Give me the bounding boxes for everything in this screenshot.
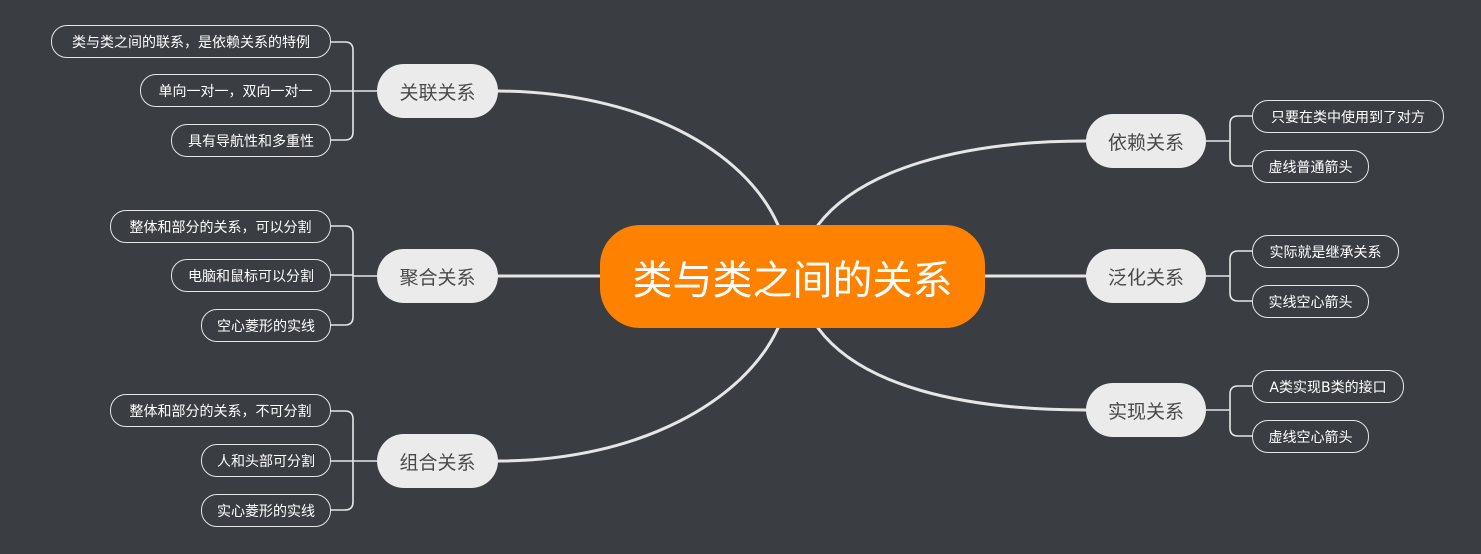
- branch-topic-association[interactable]: 关联关系: [377, 64, 498, 118]
- connector-root-to-branch-3: [816, 139, 1088, 227]
- branch-topic-realization[interactable]: 实现关系: [1086, 383, 1206, 437]
- leaf-topic-realization-2[interactable]: 虚线空心箭头: [1252, 420, 1369, 453]
- leaf-topic-generalization-2[interactable]: 实线空心箭头: [1252, 285, 1369, 318]
- leaf-topic-composition-1[interactable]: 整体和部分的关系，不可分割: [110, 394, 331, 427]
- leaf-topic-association-3[interactable]: 具有导航性和多重性: [171, 124, 331, 157]
- leaf-topic-composition-3[interactable]: 实心菱形的实线: [201, 494, 331, 527]
- bracket-branch-3: [1206, 115, 1252, 167]
- branch-topic-generalization[interactable]: 泛化关系: [1086, 249, 1206, 303]
- leaf-topic-generalization-1[interactable]: 实际就是继承关系: [1252, 235, 1399, 268]
- leaf-topic-aggregation-3[interactable]: 空心菱形的实线: [201, 309, 331, 342]
- bracket-branch-4: [1206, 250, 1252, 302]
- leaf-topic-composition-2[interactable]: 人和头部可分割: [201, 444, 331, 477]
- bracket-branch-2: [331, 410, 377, 511]
- leaf-topic-dependency-1[interactable]: 只要在类中使用到了对方: [1252, 100, 1444, 133]
- connector-root-to-branch-2: [496, 326, 780, 463]
- leaf-topic-realization-1[interactable]: A类实现B类的接口: [1252, 370, 1404, 403]
- leaf-topic-dependency-2[interactable]: 虚线普通箭头: [1252, 150, 1369, 183]
- bracket-branch-0: [331, 41, 377, 141]
- leaf-topic-aggregation-1[interactable]: 整体和部分的关系，可以分割: [110, 210, 331, 243]
- leaf-topic-association-2[interactable]: 单向一对一，双向一对一: [140, 74, 331, 107]
- branch-topic-aggregation[interactable]: 聚合关系: [377, 249, 498, 303]
- leaf-topic-association-1[interactable]: 类与类之间的联系，是依赖关系的特例: [51, 25, 331, 58]
- root-topic[interactable]: 类与类之间的关系: [600, 225, 985, 328]
- branch-topic-composition[interactable]: 组合关系: [377, 434, 498, 488]
- bracket-branch-1: [331, 225, 377, 326]
- connector-root-to-branch-0: [496, 89, 780, 227]
- connector-root-to-branch-5: [816, 326, 1088, 412]
- leaf-topic-aggregation-2[interactable]: 电脑和鼠标可以分割: [171, 259, 331, 292]
- branch-topic-dependency[interactable]: 依赖关系: [1086, 114, 1206, 168]
- bracket-branch-5: [1206, 385, 1252, 437]
